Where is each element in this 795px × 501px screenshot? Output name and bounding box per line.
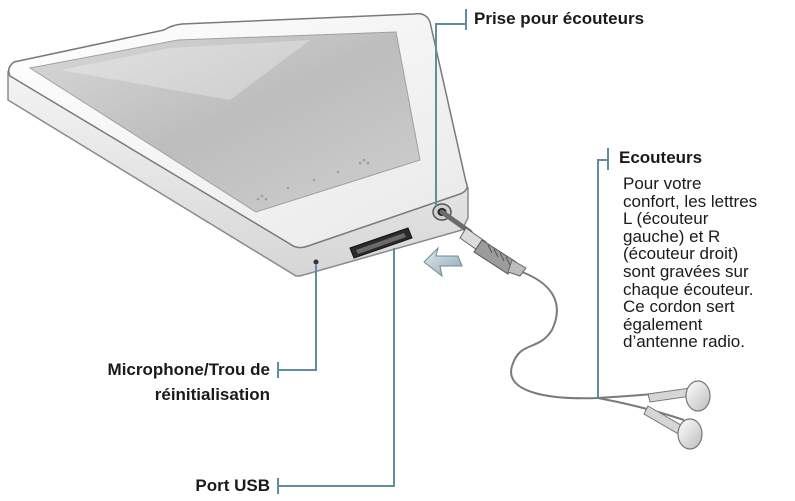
screen-glare (60, 40, 310, 100)
label-headphones-description: Pour votre confort, les lettres L (écout… (623, 175, 795, 351)
earbud-left (647, 380, 711, 412)
desc-line: L (écouteur (623, 209, 709, 229)
micro-line-1: Microphone/Trou de (107, 360, 270, 379)
touch-buttons (256, 158, 370, 201)
device-screen (28, 31, 421, 213)
usb-port (349, 227, 413, 259)
player-device (7, 12, 469, 277)
desc-line: confort, les lettres (623, 191, 758, 211)
label-microphone-reset: Microphone/Trou de réinitialisation (60, 357, 270, 407)
desc-line: d’antenne radio. (623, 332, 745, 352)
desc-line: (écouteur droit) (623, 244, 739, 264)
leader-ecouteurs (597, 152, 609, 398)
leader-micro (278, 264, 317, 371)
headphone-cable (510, 271, 599, 400)
headphone-plug (439, 209, 527, 277)
desc-line: sont gravées sur (623, 261, 749, 281)
earbud-right (643, 405, 703, 450)
label-headphones-title: Ecouteurs (619, 148, 703, 167)
insert-arrow-icon (423, 246, 463, 278)
desc-line: Pour votre (623, 174, 702, 193)
micro-line-2: réinitialisation (154, 385, 270, 404)
desc-line: chaque écouteur. (623, 279, 754, 299)
desc-line: gauche) et R (623, 226, 721, 246)
label-usb-port: Port USB (195, 476, 270, 495)
label-headphone-jack: Prise pour écouteurs (474, 9, 645, 28)
leader-usb (278, 248, 395, 487)
desc-line: également (623, 314, 703, 334)
desc-line: Ce cordon sert (623, 297, 735, 317)
microphone-hole (313, 259, 319, 265)
headphone-cable-right (597, 397, 685, 421)
leader-lines (277, 9, 609, 494)
